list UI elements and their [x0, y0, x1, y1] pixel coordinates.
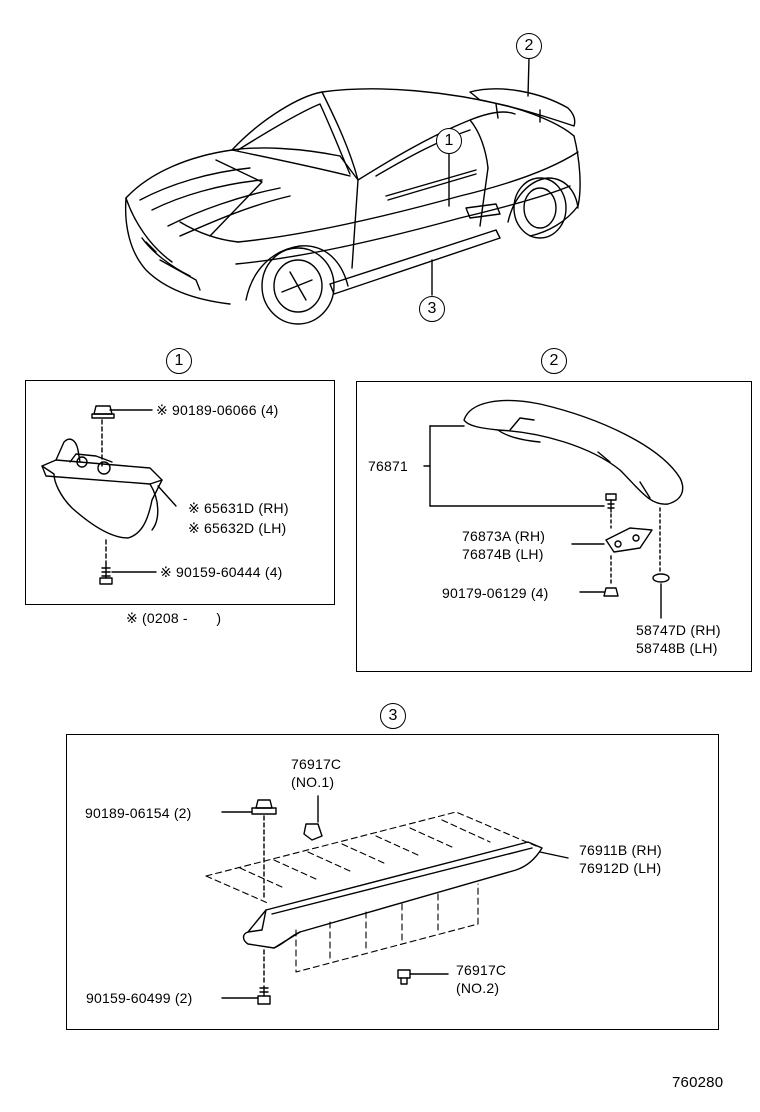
section-3-badge: 3 [380, 703, 406, 729]
part-76917c-no2-note: (NO.2) [456, 980, 500, 996]
section-1-box [25, 380, 335, 605]
mudguard-illustration [41, 405, 177, 585]
part-58748b-label[interactable]: 58748B (LH) [636, 640, 718, 656]
part-76912d-label[interactable]: 76912D (LH) [579, 860, 662, 876]
part-76874b-label[interactable]: 76874B (LH) [462, 546, 544, 562]
callout-1-badge[interactable]: 1 [436, 128, 462, 154]
callout-2-badge[interactable]: 2 [516, 33, 542, 59]
car-illustration [124, 57, 581, 325]
part-90179-06129-label[interactable]: 90179-06129 (4) [442, 585, 549, 601]
diagram-id: 760280 [672, 1074, 724, 1091]
callout-3-badge[interactable]: 3 [419, 296, 445, 322]
part-90189-06154-label[interactable]: 90189-06154 (2) [85, 805, 192, 821]
side-skirt-illustration [205, 795, 569, 1005]
date-footnote: ※ (0208 - ) [126, 610, 222, 626]
part-58747d-label[interactable]: 58747D (RH) [636, 622, 721, 638]
part-76917c-no1-label[interactable]: 76917C [291, 756, 342, 772]
section-2-badge: 2 [541, 348, 567, 374]
part-76873a-label[interactable]: 76873A (RH) [462, 528, 546, 544]
rear-spoiler-illustration [423, 399, 684, 619]
part-76917c-no1-note: (NO.1) [291, 774, 335, 790]
part-76911b-label[interactable]: 76911B (RH) [579, 842, 662, 858]
part-90159-60499-label[interactable]: 90159-60499 (2) [86, 990, 193, 1006]
section-3-box [66, 734, 719, 1030]
section-1-badge: 1 [166, 348, 192, 374]
part-90189-06066-label[interactable]: ※ 90189-06066 (4) [156, 402, 279, 418]
section-2-box [356, 381, 752, 672]
part-76917c-no2-label[interactable]: 76917C [456, 962, 507, 978]
part-76871-label[interactable]: 76871 [368, 458, 408, 474]
part-65632d-label[interactable]: ※ 65632D (LH) [188, 520, 287, 536]
part-90159-60444-label[interactable]: ※ 90159-60444 (4) [160, 564, 283, 580]
part-65631d-label[interactable]: ※ 65631D (RH) [188, 500, 289, 516]
